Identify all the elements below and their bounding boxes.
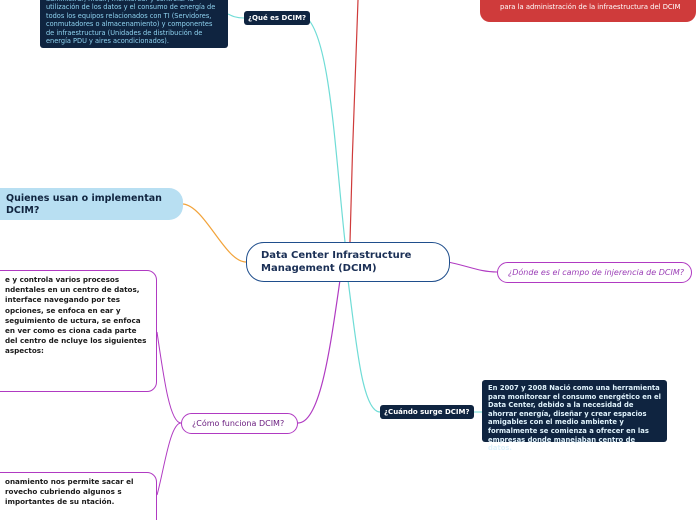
donde-label: ¿Dónde es el campo de injerencia de DCIM… [508,268,684,277]
cuando-label: ¿Cuándo surge DCIM? [384,408,470,416]
como-detail-upper: e y controla varios procesos ndentales e… [0,270,157,392]
link-como-lower [156,422,182,496]
central-title: Data Center Infrastructure Management (D… [261,250,412,274]
como-detail-lower: onamiento nos permite sacar el rovecho c… [0,472,157,520]
link-como [297,279,341,424]
quienes-topic[interactable]: Quienes usan o implementan DCIM? [0,188,183,220]
como-label: ¿Cómo funciona DCIM? [192,419,285,428]
que-es-detail-box: administrar, medir, monitorear y control… [40,0,228,48]
donde-topic[interactable]: ¿Dónde es el campo de injerencia de DCIM… [497,262,692,283]
link-donde [447,261,498,273]
que-es-label: ¿Qué es DCIM? [248,14,307,22]
link-cuando [347,279,381,413]
cuando-detail-text: En 2007 y 2008 Nació como una herramient… [488,384,661,453]
como-detail-lower-text: onamiento nos permite sacar el rovecho c… [5,477,134,507]
cuando-topic[interactable]: ¿Cuándo surge DCIM? [380,405,474,419]
como-detail-upper-text: e y controla varios procesos ndentales e… [5,275,147,356]
central-topic[interactable]: Data Center Infrastructure Management (D… [246,242,450,282]
link-red [349,0,359,243]
que-es-detail-text: administrar, medir, monitorear y control… [46,0,216,46]
como-topic[interactable]: ¿Cómo funciona DCIM? [181,413,298,434]
red-topic[interactable]: para la administración de la infraestruc… [480,0,696,22]
quienes-label: Quienes usan o implementan DCIM? [6,193,162,216]
que-es-topic[interactable]: ¿Qué es DCIM? [244,11,311,25]
link-como-upper [156,331,182,424]
link-que-es [306,17,346,243]
red-topic-text: para la administración de la infraestruc… [500,3,681,11]
link-quienes [182,203,247,263]
cuando-detail-box: En 2007 y 2008 Nació como una herramient… [482,380,667,452]
link-que-es-detail [227,13,245,19]
